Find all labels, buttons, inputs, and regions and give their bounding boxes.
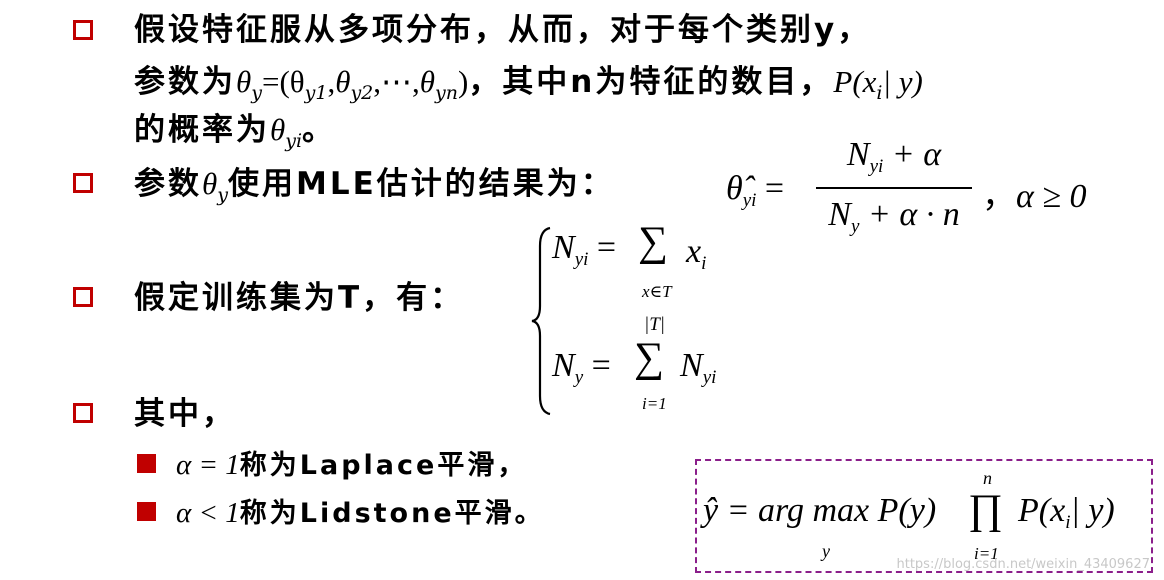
eq-ny: Ny = bbox=[552, 347, 611, 388]
watermark: https://blog.csdn.net/weixin_43409627 bbox=[896, 557, 1150, 572]
eq-nyi: Nyi = bbox=[552, 229, 617, 270]
sum-symbol-1: ∑ bbox=[638, 219, 668, 265]
sub-bullet-marker-2 bbox=[137, 502, 156, 521]
sub-bullet-2: α < 1称为Lidstone平滑。 bbox=[176, 497, 545, 529]
bullet-marker-1 bbox=[73, 20, 93, 40]
bullet-1-line-1: 假设特征服从多项分布，从而，对于每个类别y， bbox=[134, 12, 872, 48]
mle-denominator: Ny + α · n bbox=[828, 196, 960, 237]
sum-2-superscript: |T| bbox=[644, 314, 666, 335]
sum-2-subscript: i=1 bbox=[642, 394, 667, 413]
bullet-marker-4 bbox=[73, 403, 93, 423]
bullet-marker-2 bbox=[73, 173, 93, 193]
mle-condition: ，α ≥ 0 bbox=[982, 178, 1087, 215]
left-brace bbox=[531, 226, 551, 416]
sum-1-subscript: x∈T bbox=[642, 282, 672, 301]
mle-lhs: θ̂yi = bbox=[726, 170, 785, 211]
bullet-4-text: 其中， bbox=[134, 396, 236, 432]
prod-subscript: i=1 bbox=[974, 544, 999, 563]
mle-numerator: Nyi + α bbox=[846, 136, 942, 177]
mle-fraction-bar bbox=[816, 187, 972, 189]
bullet-1-line-2: 参数为θy=(θy1,θy2,⋯,θyn)，其中n为特征的数目，P(xi| y) bbox=[134, 64, 923, 104]
bullet-2-text: 参数θy使用MLE估计的结果为： bbox=[134, 166, 615, 206]
sub-bullet-1: α = 1称为Laplace平滑， bbox=[176, 449, 528, 481]
product-symbol: ∏ bbox=[968, 487, 1003, 533]
sum-1-term: xi bbox=[686, 233, 707, 274]
argmax-rhs: P(xi| y) bbox=[1018, 492, 1115, 533]
sum-2-term: Nyi bbox=[680, 347, 717, 388]
argmax-under: y bbox=[822, 541, 830, 561]
argmax-lhs: ŷ = arg max P(y) bbox=[703, 492, 937, 529]
sub-bullet-marker-1 bbox=[137, 454, 156, 473]
bullet-marker-3 bbox=[73, 287, 93, 307]
argmax-formula-box bbox=[695, 459, 1153, 573]
bullet-3-text: 假定训练集为T，有： bbox=[134, 280, 465, 316]
sum-symbol-2: ∑ bbox=[634, 335, 664, 381]
prod-superscript: n bbox=[983, 468, 992, 488]
bullet-1-line-3: 的概率为θyi。 bbox=[134, 112, 337, 152]
